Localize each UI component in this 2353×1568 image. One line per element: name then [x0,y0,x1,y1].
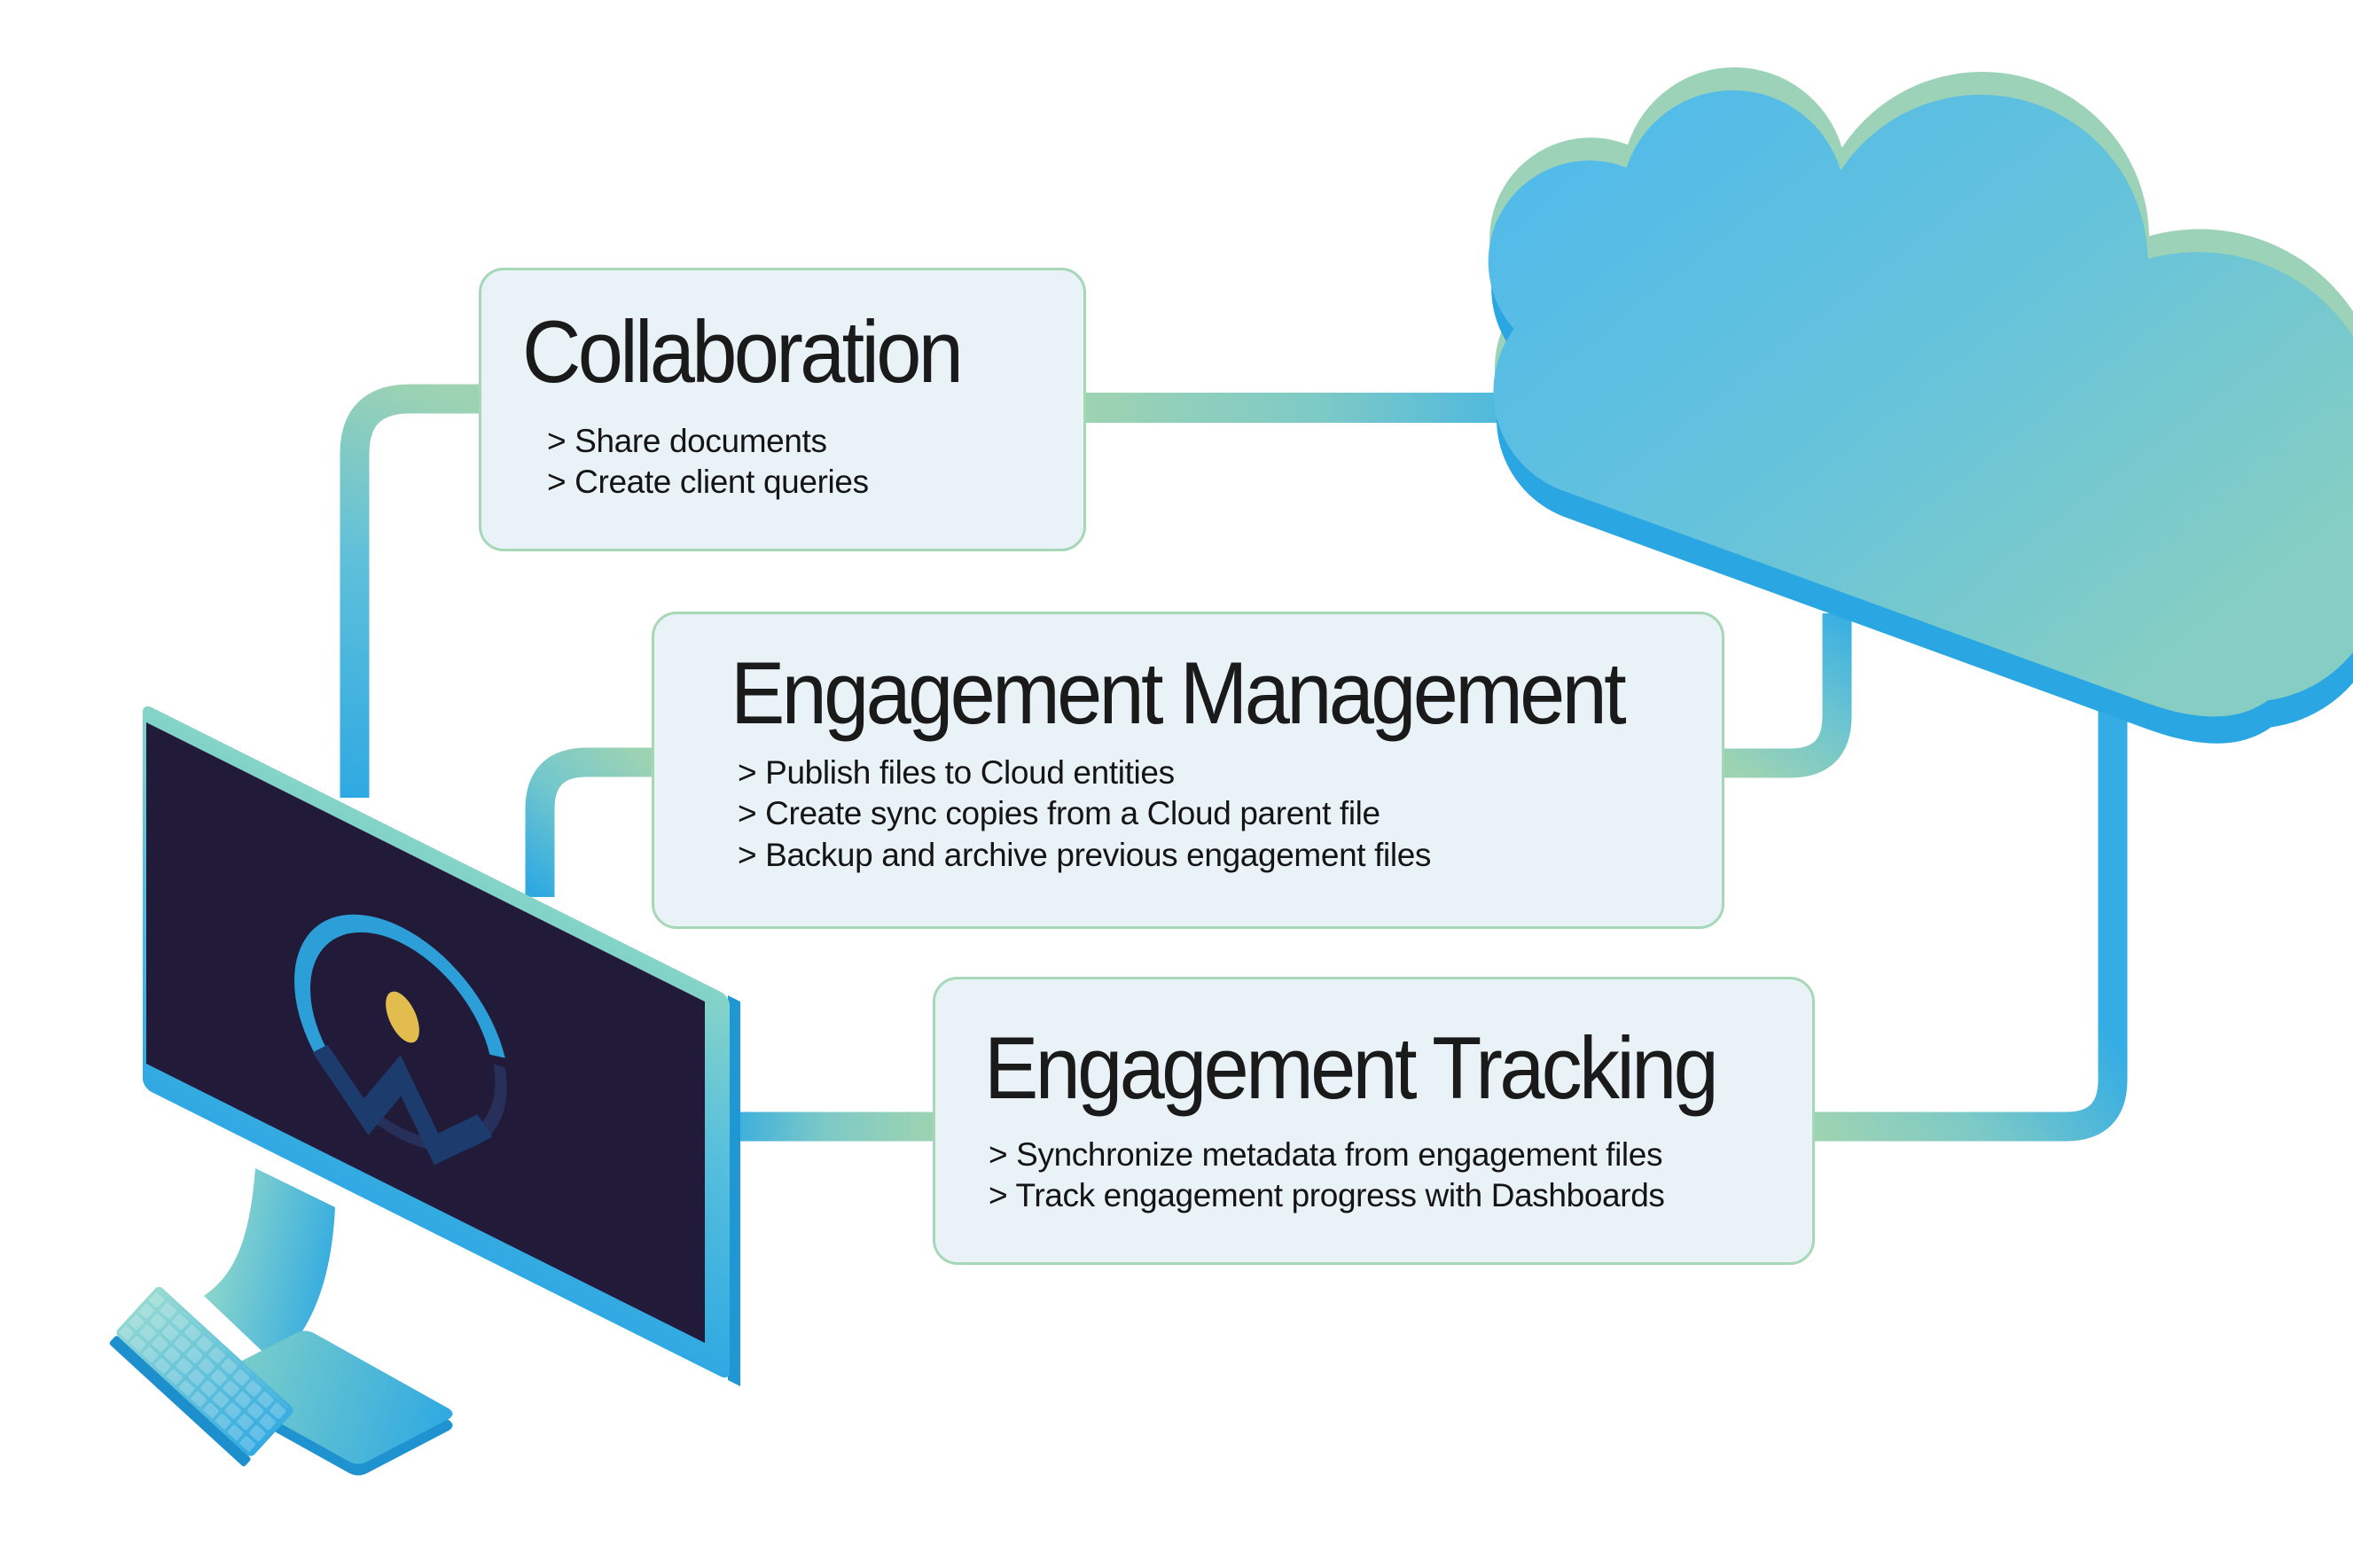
connector-tracking-cloud [1813,709,2128,1142]
monitor-screen [146,722,705,1343]
card-engagement-tracking: Engagement Tracking > Synchronize metada… [933,977,1815,1265]
keyboard-side [109,1336,251,1467]
bullet-item: > Create sync copies from a Cloud parent… [738,795,1380,832]
monitor-stand-neck [204,1168,335,1363]
card-engagement-management: Engagement Management > Publish files to… [652,612,1724,929]
bullet-item: > Backup and archive previous engagement… [738,836,1432,873]
card-engagement-management-bullets: > Publish files to Cloud entities > Crea… [738,753,1722,876]
logo-w-mark [312,1044,493,1166]
card-collaboration-bullets: > Share documents > Create client querie… [547,421,1083,503]
bullet-item: > Synchronize metadata from engagement f… [989,1136,1663,1173]
card-engagement-tracking-bullets: > Synchronize metadata from engagement f… [989,1135,1812,1217]
logo-blue-arc [294,914,509,1155]
monitor-side-edge [728,995,740,1386]
logo-dark-arc [296,917,507,1152]
card-collaboration: Collaboration > Share documents > Create… [479,268,1086,551]
keyboard-keys [118,1289,292,1455]
connector-management-monitor [525,747,656,897]
bullet-item: > Track engagement progress with Dashboa… [989,1177,1665,1214]
monitor-icon [143,706,740,1476]
monitor-stand-base [211,1330,453,1464]
bullet-item: > Create client queries [547,464,869,501]
cloud-face [1488,90,2353,717]
connector-monitor-collaboration [340,384,482,798]
screen-logo [294,914,509,1166]
bullet-item: > Publish files to Cloud entities [738,754,1175,791]
connector-management-cloud [1723,613,1852,778]
cloud-icon [1488,67,2353,744]
bullet-item: > Share documents [547,423,827,459]
connector-lines [340,384,2128,1142]
logo-gold-dot [386,991,419,1043]
card-engagement-tracking-title: Engagement Tracking [984,1019,1719,1118]
card-collaboration-title: Collaboration [522,303,964,402]
card-engagement-management-title: Engagement Management [731,644,1627,743]
keyboard-icon [109,1286,293,1467]
